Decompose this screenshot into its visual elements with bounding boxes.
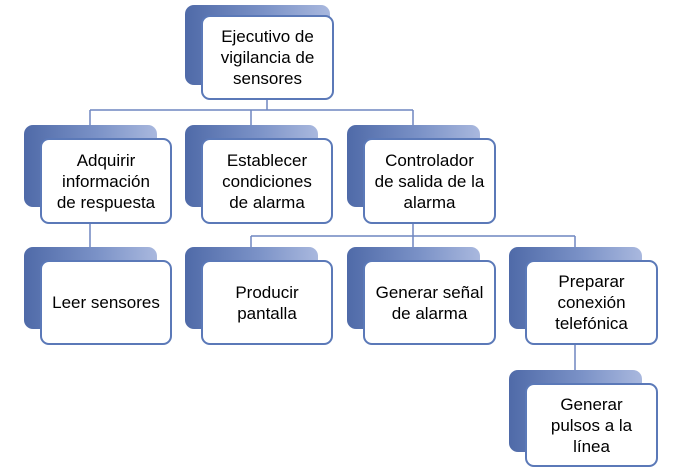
node-establecer-box: Establecer condiciones de alarma (201, 138, 333, 224)
node-root-label: Ejecutivo de vigilancia de sensores (220, 27, 315, 88)
node-preparar-label: Preparar conexión telefónica (555, 272, 628, 333)
node-root-box: Ejecutivo de vigilancia de sensores (201, 15, 334, 100)
node-producir-box: Producir pantalla (201, 260, 333, 345)
node-establecer-label: Establecer condiciones de alarma (222, 150, 312, 212)
node-producir-label: Producir pantalla (235, 282, 299, 323)
node-generar-senal-label: Generar señal de alarma (375, 282, 484, 323)
node-leer-label: Leer sensores (52, 293, 160, 312)
node-adquirir-box: Adquirir información de respuesta (40, 138, 172, 224)
node-controlador-label: Controlador de salida de la alarma (374, 150, 485, 212)
node-generar-pulsos-label: Generar pulsos a la línea (550, 394, 633, 456)
node-generar-pulsos-box: Generar pulsos a la línea (525, 383, 658, 467)
node-generar-senal-box: Generar señal de alarma (363, 260, 496, 345)
node-adquirir-label: Adquirir información de respuesta (56, 150, 156, 212)
node-preparar-box: Preparar conexión telefónica (525, 260, 658, 345)
node-controlador-box: Controlador de salida de la alarma (363, 138, 496, 224)
node-leer-box: Leer sensores (40, 260, 172, 345)
